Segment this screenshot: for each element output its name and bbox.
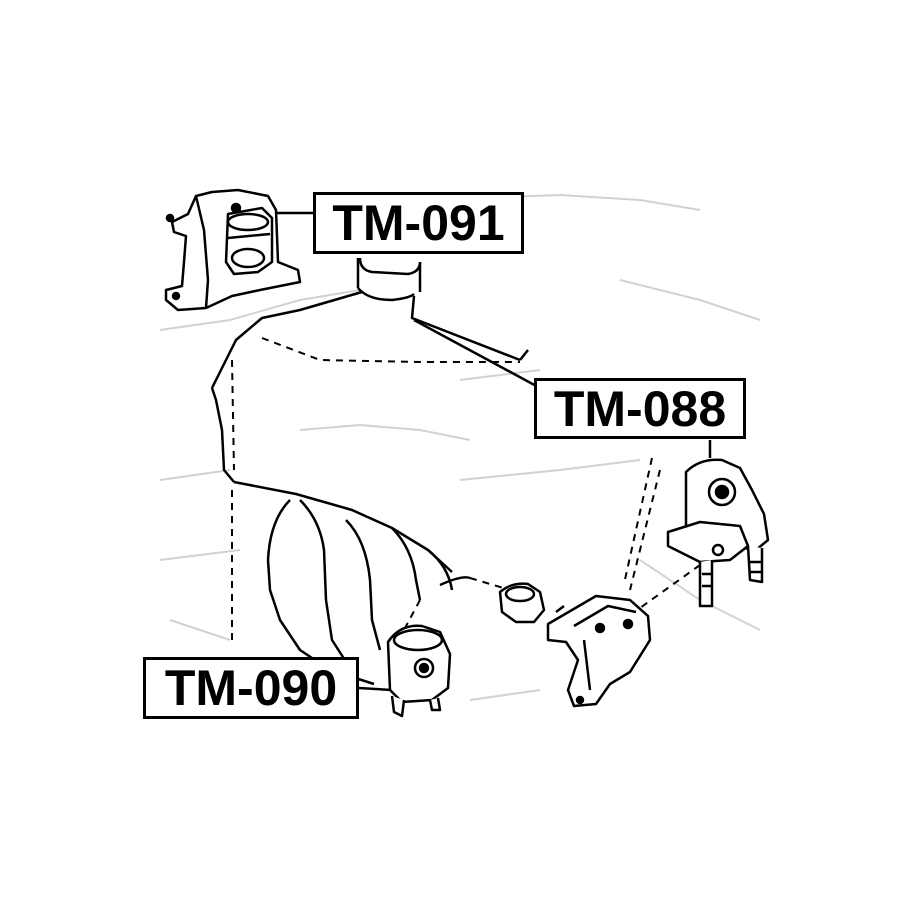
leader-dashed-lines	[231, 337, 701, 640]
part-label-tm-090: TM-090	[143, 657, 359, 719]
label-leader-lines	[275, 211, 712, 692]
engine-block-outline	[210, 257, 529, 686]
center-bracket-drawing	[498, 582, 652, 708]
mount-tm-091-drawing	[164, 188, 302, 312]
part-label-tm-088: TM-088	[534, 378, 746, 439]
mount-tm-088-drawing	[666, 458, 770, 608]
part-label-tm-091: TM-091	[313, 192, 524, 254]
mount-tm-090-drawing	[386, 624, 452, 718]
